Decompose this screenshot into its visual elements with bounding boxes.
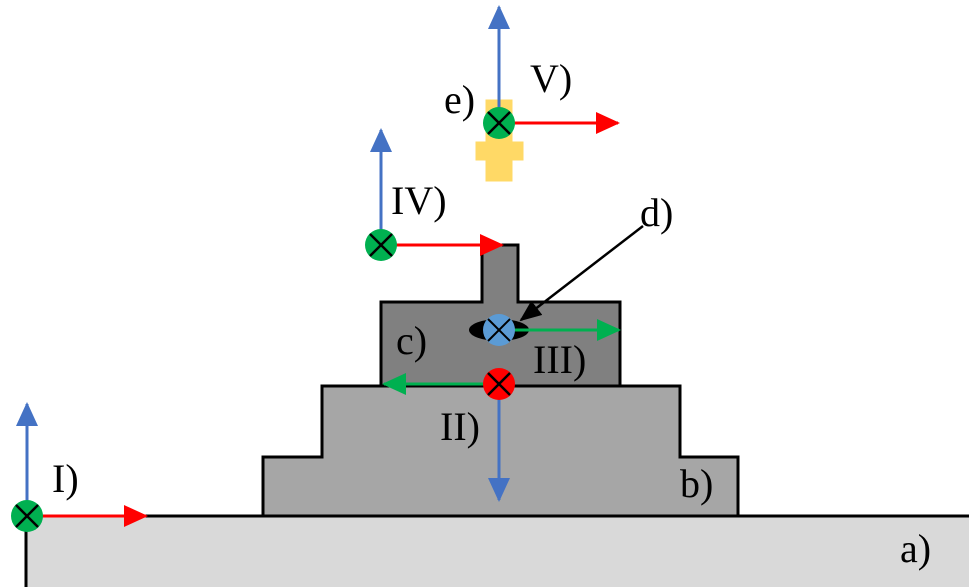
- label-frame-2: II): [440, 404, 480, 449]
- frame-3-origin-icon: [483, 314, 515, 346]
- frame-4-origin-icon: [365, 229, 397, 261]
- label-a: a): [900, 526, 931, 571]
- frame-1: [11, 402, 148, 532]
- frame-1-origin-icon: [11, 500, 43, 532]
- label-c: c): [396, 318, 427, 363]
- frame-5: [483, 5, 620, 139]
- frame-5-origin-icon: [483, 107, 515, 139]
- label-frame-3: III): [533, 337, 586, 382]
- label-b: b): [680, 461, 713, 506]
- label-e: e): [444, 77, 475, 122]
- label-frame-1: I): [52, 456, 79, 501]
- frame-2: [382, 368, 515, 502]
- frame-3: [483, 314, 621, 346]
- frame-4: [365, 128, 504, 261]
- pointer-arrow-icon: [519, 225, 644, 322]
- frame-2-origin-icon: [483, 368, 515, 400]
- label-frame-4: IV): [391, 178, 447, 223]
- part-a-base: [24, 514, 969, 587]
- label-d: d): [640, 190, 673, 235]
- label-frame-5: V): [530, 56, 572, 101]
